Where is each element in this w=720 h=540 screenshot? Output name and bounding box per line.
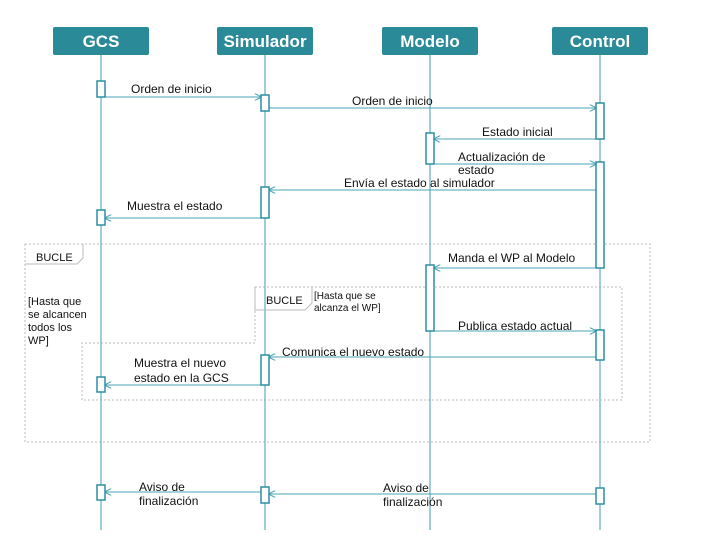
message-m3: Estado inicial bbox=[434, 125, 596, 139]
activation-bar-simulador bbox=[260, 186, 270, 219]
actor-box bbox=[382, 27, 478, 55]
message-label: Orden de inicio bbox=[352, 94, 433, 108]
loop-condition: [Hasta que bbox=[28, 296, 81, 308]
message-label: Envía el estado al simulador bbox=[344, 176, 495, 190]
activation-bar-gcs bbox=[96, 80, 106, 98]
message-label: Orden de inicio bbox=[131, 82, 212, 96]
actor-box bbox=[217, 27, 313, 55]
actor-label: GCS bbox=[83, 32, 120, 51]
actor-label: Control bbox=[570, 32, 630, 51]
message-m1: Orden de inicio bbox=[105, 82, 261, 97]
activation-bar-control bbox=[595, 102, 605, 140]
message-m6: Muestra el estado bbox=[105, 199, 261, 218]
message-label: Muestra el nuevo bbox=[134, 356, 226, 370]
activation-bar-simulador bbox=[260, 94, 270, 112]
loop-label: BUCLE bbox=[266, 295, 303, 307]
loop-frame-tab bbox=[254, 287, 313, 311]
activation-bar-control bbox=[595, 161, 605, 269]
activation-bar-gcs bbox=[96, 484, 106, 501]
message-label: Publica estado actual bbox=[458, 319, 572, 333]
activation-bar-control bbox=[595, 487, 605, 505]
activation-bar-simulador bbox=[260, 354, 270, 386]
message-m5: Envía el estado al simulador bbox=[269, 176, 596, 190]
activation-bar-gcs bbox=[96, 376, 106, 393]
activation-bar-simulador bbox=[260, 486, 270, 504]
message-label: Aviso de bbox=[139, 480, 185, 494]
activation-bar-modelo bbox=[425, 264, 435, 332]
message-label: Comunica el nuevo estado bbox=[282, 345, 424, 359]
loop-condition: alcanza el WP] bbox=[314, 303, 381, 314]
message-m2: Orden de inicio bbox=[269, 94, 596, 108]
message-label: Manda el WP al Modelo bbox=[448, 251, 576, 265]
loop-frame-border bbox=[24, 243, 651, 443]
activation-bar-modelo bbox=[425, 132, 435, 165]
actor-label: Modelo bbox=[400, 32, 460, 51]
actor-control: Control bbox=[552, 27, 648, 55]
message-label: estado en la GCS bbox=[134, 371, 229, 385]
loop-label: BUCLE bbox=[36, 252, 73, 264]
message-m7: Manda el WP al Modelo bbox=[434, 251, 596, 268]
actor-modelo: Modelo bbox=[382, 27, 478, 55]
activation-bar-gcs bbox=[96, 209, 106, 226]
activation-bar-control bbox=[595, 329, 605, 361]
loop-condition: todos los bbox=[28, 322, 73, 334]
message-label: finalización bbox=[383, 495, 442, 509]
message-label: estado bbox=[458, 163, 494, 177]
message-label: Aviso de bbox=[383, 481, 429, 495]
message-label: finalización bbox=[139, 494, 198, 508]
loop-frame-border bbox=[81, 286, 623, 401]
message-label: Muestra el estado bbox=[127, 199, 223, 213]
message-label: Estado inicial bbox=[482, 125, 553, 139]
actor-simulador: Simulador bbox=[217, 27, 313, 55]
message-m9: Comunica el nuevo estado bbox=[269, 345, 596, 359]
actor-box bbox=[53, 27, 149, 55]
loop-condition: WP] bbox=[28, 335, 49, 347]
loop-condition: se alcancen bbox=[28, 309, 87, 321]
actor-gcs: GCS bbox=[53, 27, 149, 55]
message-label: Actualización de bbox=[458, 150, 546, 164]
actor-label: Simulador bbox=[223, 32, 307, 51]
actor-box bbox=[552, 27, 648, 55]
message-m8: Publica estado actual bbox=[434, 319, 596, 333]
loop-frame-tab bbox=[25, 244, 84, 265]
loop-condition: [Hasta que se bbox=[314, 291, 376, 302]
